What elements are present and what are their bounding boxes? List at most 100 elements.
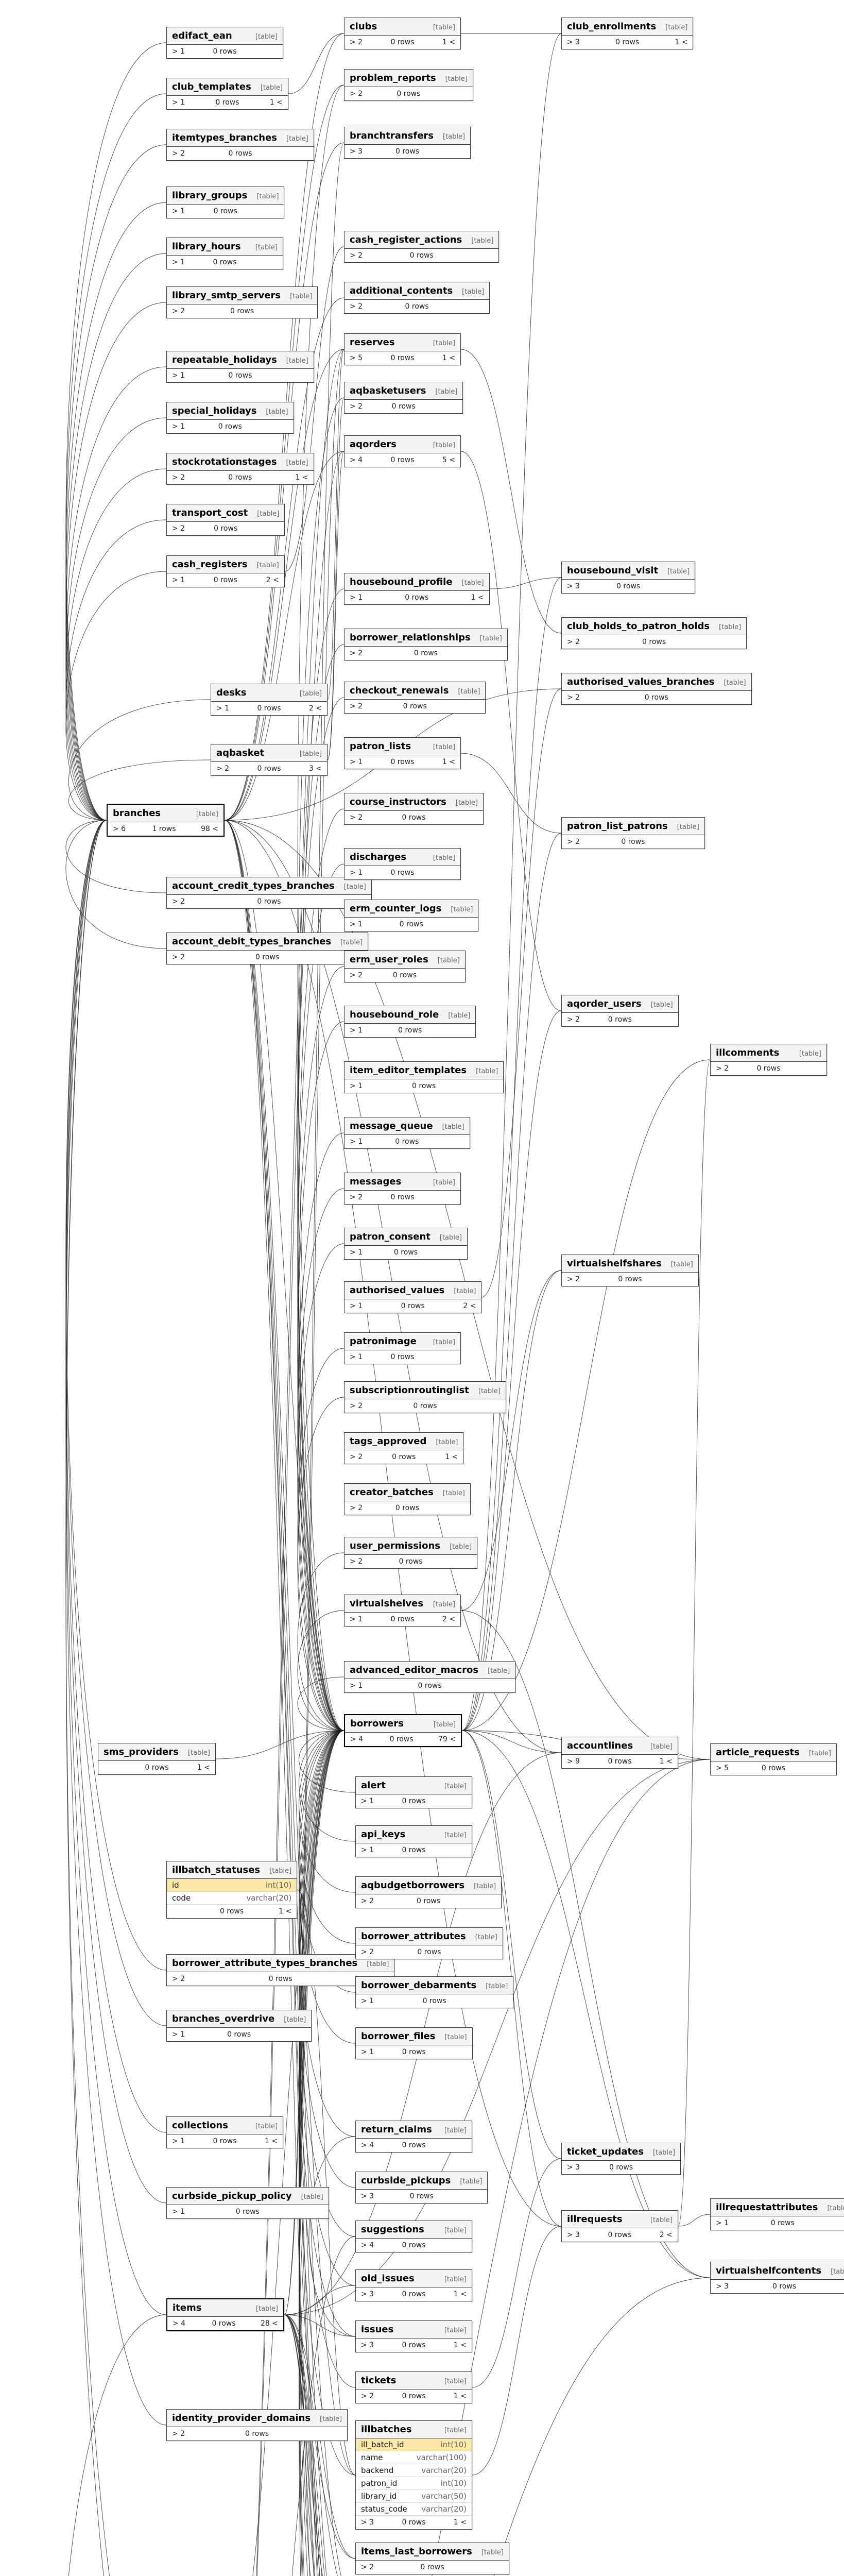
table-title[interactable]: illrequests[table]	[562, 2211, 678, 2228]
table-node-illrequestattributes[interactable]: illrequestattributes[table]> 10 rows	[710, 2198, 844, 2230]
table-title[interactable]: aqbudgetborrowers[table]	[356, 1877, 502, 1894]
table-title[interactable]: branches_overdrive[table]	[167, 2010, 312, 2028]
table-title[interactable]: edifact_ean[table]	[167, 27, 283, 45]
table-title[interactable]: item_editor_templates[table]	[345, 1062, 504, 1079]
table-title[interactable]: borrower_debarments[table]	[356, 1977, 513, 1994]
table-node-virtualshelfcontents[interactable]: virtualshelfcontents[table]> 30 rows	[710, 2262, 844, 2294]
table-title[interactable]: stockrotationstages[table]	[167, 453, 314, 471]
table-title[interactable]: housebound_profile[table]	[345, 573, 489, 591]
table-title[interactable]: sms_providers[table]	[98, 1743, 215, 1761]
table-title[interactable]: article_requests[table]	[711, 1744, 836, 1761]
table-title[interactable]: ticket_updates[table]	[562, 2143, 681, 2161]
table-title[interactable]: subscriptionroutinglist[table]	[345, 1382, 506, 1399]
table-title[interactable]: message_queue[table]	[345, 1117, 470, 1135]
table-title[interactable]: accountlines[table]	[562, 1737, 678, 1755]
table-title[interactable]: authorised_values[table]	[345, 1282, 481, 1299]
table-title[interactable]: repeatable_holidays[table]	[167, 351, 314, 369]
table-title[interactable]: itemtypes_branches[table]	[167, 129, 314, 147]
table-title[interactable]: advanced_editor_macros[table]	[345, 1662, 515, 1679]
table-title[interactable]: aqbasket[table]	[211, 744, 327, 762]
table-title[interactable]: user_permissions[table]	[345, 1537, 477, 1555]
table-title[interactable]: additional_contents[table]	[345, 282, 490, 300]
table-title[interactable]: cash_registers[table]	[167, 556, 284, 573]
table-title[interactable]: housebound_role[table]	[345, 1006, 476, 1024]
table-title[interactable]: account_credit_types_branches[table]	[167, 877, 371, 895]
table-title[interactable]: curbside_pickups[table]	[356, 2172, 488, 2190]
table-title[interactable]: checkout_renewals[table]	[345, 682, 486, 700]
table-title[interactable]: api_keys[table]	[356, 1826, 472, 1843]
table-title[interactable]: aqbasketusers[table]	[345, 382, 463, 400]
table-title[interactable]: patron_lists[table]	[345, 738, 460, 755]
table-title[interactable]: club_templates[table]	[167, 78, 288, 96]
table-title[interactable]: creator_batches[table]	[345, 1484, 470, 1501]
table-title[interactable]: borrower_attributes[table]	[356, 1928, 503, 1945]
table-title[interactable]: reserves[table]	[345, 334, 460, 351]
table-title[interactable]: transport_cost[table]	[167, 504, 285, 522]
table-title[interactable]: account_debit_types_branches[table]	[167, 933, 368, 951]
table-title[interactable]: curbside_pickup_policy[table]	[167, 2188, 329, 2205]
table-title[interactable]: borrower_relationships[table]	[345, 629, 507, 647]
table-title[interactable]: messages[table]	[345, 1173, 460, 1191]
table-title[interactable]: tickets[table]	[356, 2372, 472, 2389]
table-title[interactable]: branches[table]	[108, 805, 223, 822]
table-title[interactable]: problem_reports[table]	[345, 70, 473, 87]
table-title[interactable]: collections[table]	[167, 2117, 283, 2134]
